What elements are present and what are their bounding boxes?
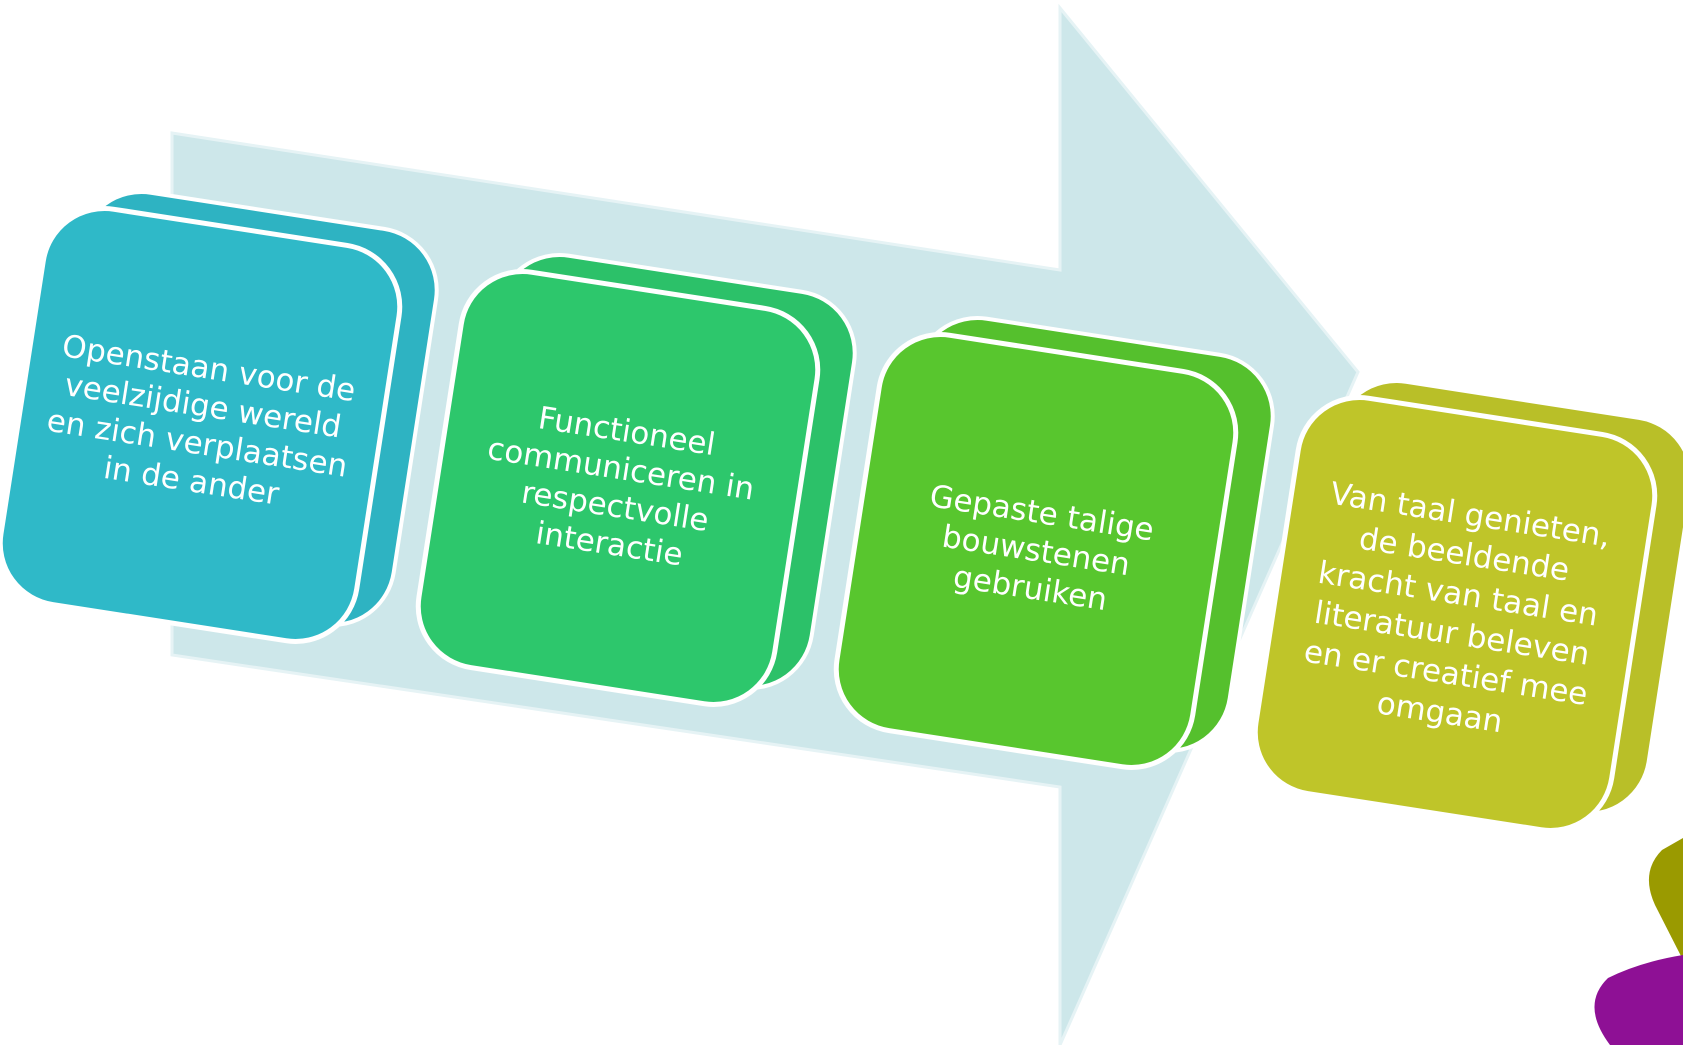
step-box: Van taal genieten,de beeldendekracht van…	[1252, 379, 1683, 833]
corner-decoration	[1594, 838, 1683, 1045]
step-box-front	[1252, 395, 1658, 833]
purple-shape	[1594, 955, 1683, 1045]
step-label: Openstaan voor deveelzijdige werelden zi…	[39, 328, 362, 523]
step-box: Gepaste taligebouwstenengebruiken	[833, 316, 1275, 770]
olive-shape	[1648, 838, 1683, 960]
step-box: Openstaan voor deveelzijdige werelden zi…	[0, 190, 439, 644]
step-box-front	[833, 332, 1239, 770]
step-boxes: Openstaan voor deveelzijdige werelden zi…	[0, 190, 1683, 833]
step-box: Functioneelcommuniceren inrespectvollein…	[415, 253, 857, 707]
step-box-front	[415, 269, 821, 707]
step-label: Functioneelcommuniceren inrespectvollein…	[473, 393, 762, 582]
step-box-front	[0, 206, 403, 644]
